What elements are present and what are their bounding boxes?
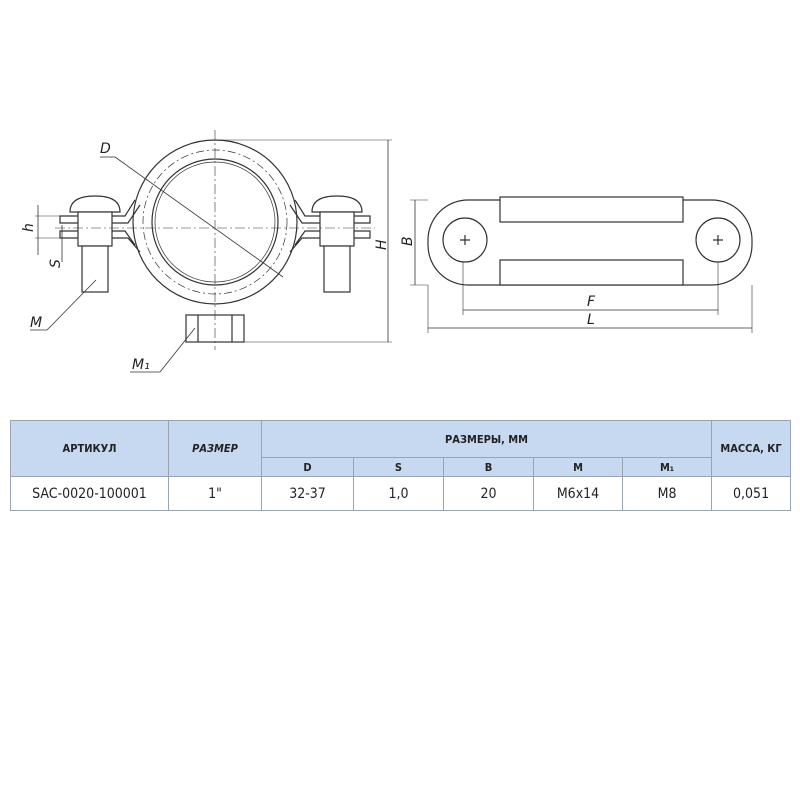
header-b: B	[443, 457, 534, 477]
right-bolt	[311, 195, 363, 293]
label-d: D	[100, 141, 111, 157]
header-mass: МАССА, КГ	[711, 420, 792, 477]
header-s: S	[353, 457, 444, 477]
label-H: H	[374, 239, 390, 250]
header-size: РАЗМЕР	[168, 420, 262, 477]
label-b: B	[400, 236, 416, 246]
cell-article: SAC-0020-100001	[10, 476, 169, 511]
cell-m: M6x14	[533, 476, 623, 511]
label-h: h	[21, 223, 37, 232]
spec-table: АРТИКУЛ РАЗМЕР РАЗМЕРЫ, ММ МАССА, КГ D S…	[10, 420, 792, 511]
left-bolt	[69, 195, 121, 293]
header-d: D	[261, 457, 354, 477]
front-view	[30, 130, 392, 373]
header-m1: M₁	[621, 457, 713, 477]
header-m: M	[533, 457, 623, 477]
top-view	[410, 196, 753, 333]
cell-d: 32-37	[261, 476, 354, 511]
cell-m1: M8	[621, 476, 713, 511]
label-f: F	[587, 294, 596, 310]
cell-size: 1"	[168, 476, 262, 511]
label-m1: M₁	[132, 357, 150, 373]
label-l: L	[587, 312, 595, 328]
header-dimensions: РАЗМЕРЫ, ММ	[260, 420, 713, 458]
header-article: АРТИКУЛ	[10, 420, 169, 477]
label-s: S	[48, 259, 64, 268]
label-m: M	[30, 315, 42, 331]
technical-drawing: D h S M M₁ H B F L	[21, 130, 753, 373]
table-row: SAC-0020-100001 1" 32-37 1,0 20 M6x14 M8…	[10, 476, 792, 511]
cell-b: 20	[443, 476, 534, 511]
cell-mass: 0,051	[711, 476, 792, 511]
cell-s: 1,0	[353, 476, 444, 511]
